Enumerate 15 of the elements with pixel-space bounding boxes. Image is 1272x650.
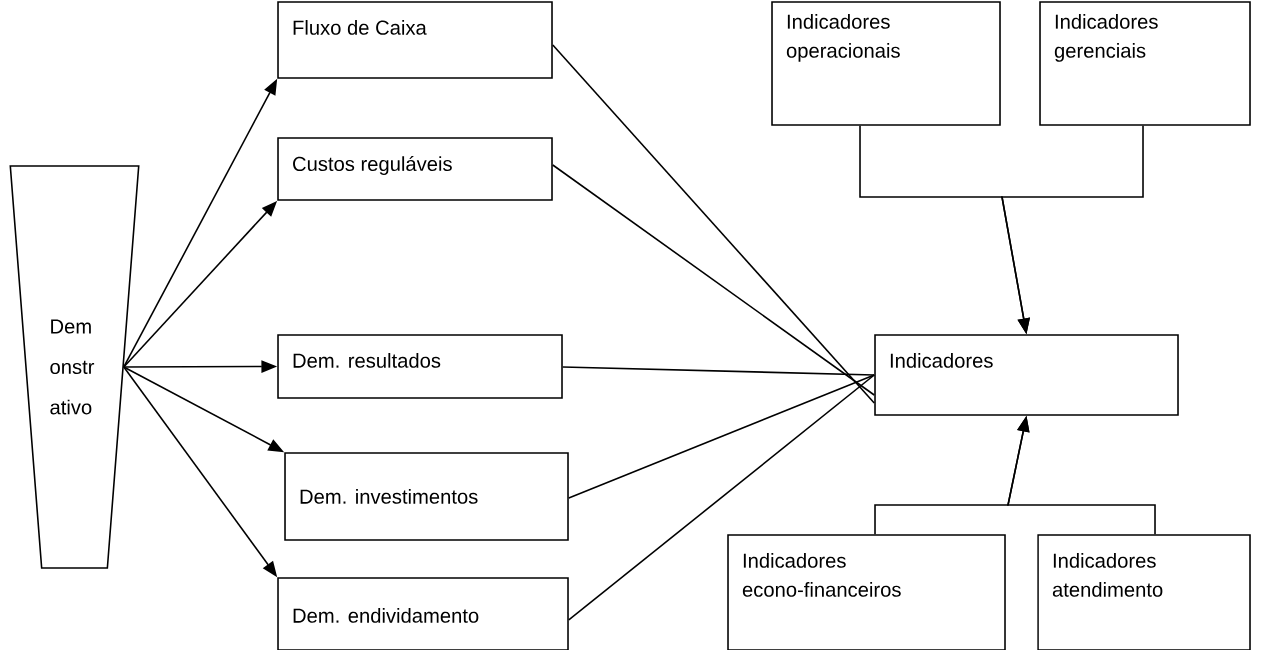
text-box: Fluxo de Caixa bbox=[277, 1, 553, 79]
connector bbox=[568, 374, 875, 621]
text-box: Indicadores atendimento bbox=[1037, 534, 1251, 650]
connector bbox=[562, 366, 875, 376]
connector bbox=[552, 164, 875, 396]
connector bbox=[568, 374, 875, 499]
text-box: Indicadores operacionais bbox=[771, 1, 1001, 126]
text-box: Dem. resultados bbox=[277, 334, 563, 399]
connector bbox=[552, 44, 875, 404]
text-box: Indicadores gerenciais bbox=[1039, 1, 1251, 126]
text-box: Indicadores bbox=[874, 334, 1179, 416]
text-box: Indicadores econo-financeiros bbox=[727, 534, 1006, 650]
text-box: Custos reguláveis bbox=[277, 137, 553, 201]
text-box: Dem. investimentos bbox=[284, 452, 569, 541]
text-box: Dem. endividamento bbox=[277, 577, 569, 650]
